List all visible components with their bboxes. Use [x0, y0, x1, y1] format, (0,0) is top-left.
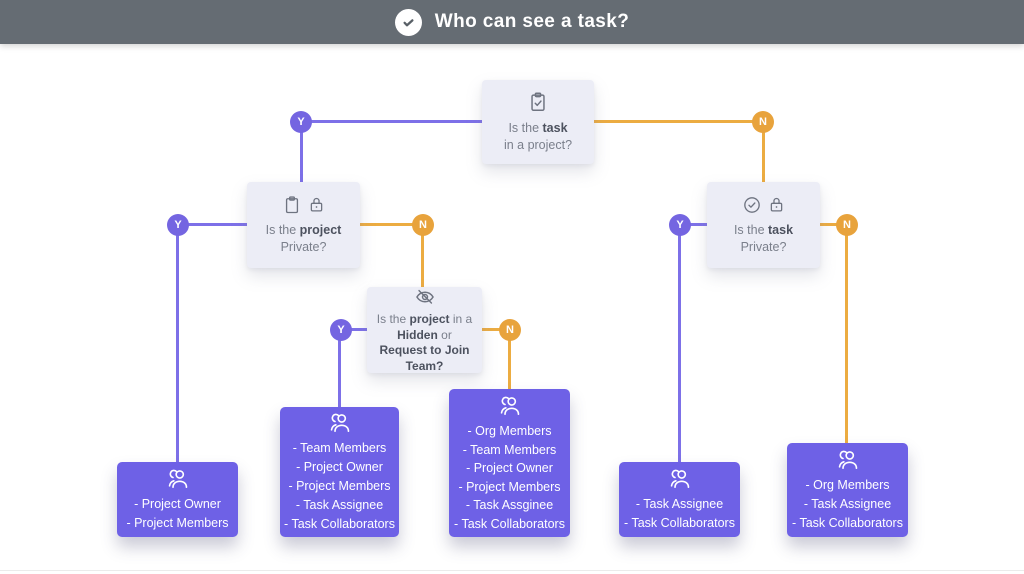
- eye-off-icon: [414, 286, 436, 308]
- check-circle-icon: [742, 195, 762, 215]
- no-badge: N: [752, 111, 774, 133]
- clipboard-check-icon: [527, 91, 549, 113]
- connector-top-yes-v: [300, 122, 303, 182]
- connector-hiddenteam-yes-h: [341, 328, 367, 331]
- result-task-private-no: - Org Members- Task Assignee- Task Colla…: [787, 443, 908, 537]
- lock-icon: [767, 195, 786, 215]
- result-list: - Project Owner- Project Members: [126, 497, 229, 530]
- connector-hiddenteam-no-h: [482, 328, 510, 331]
- connector-top-no-h: [594, 120, 763, 123]
- connector-top-yes-h: [301, 120, 482, 123]
- connector-projectprivate-yes-v: [176, 225, 179, 462]
- result-task-private-yes: - Task Assignee- Task Collaborators: [619, 462, 740, 537]
- clipboard-icon: [282, 195, 302, 215]
- result-list: - Team Members- Project Owner- Project M…: [284, 441, 395, 531]
- connector-projectprivate-no-h: [360, 223, 423, 226]
- no-badge: N: [412, 214, 434, 236]
- check-circle-icon: [394, 8, 422, 36]
- connector-taskprivate-yes-v: [678, 225, 681, 462]
- connector-projectprivate-no-v: [421, 225, 424, 287]
- yes-badge: Y: [167, 214, 189, 236]
- connector-top-no-v: [762, 122, 765, 182]
- people-icon: [835, 447, 861, 473]
- yes-badge: Y: [330, 319, 352, 341]
- lock-icon: [307, 195, 326, 215]
- bottom-divider: [0, 570, 1024, 571]
- people-icon: [667, 466, 693, 492]
- people-icon: [497, 393, 523, 419]
- connector-projectprivate-yes-h: [178, 223, 247, 226]
- header-bar: Who can see a task?: [0, 0, 1024, 44]
- result-list: - Org Members- Team Members- Project Own…: [454, 424, 565, 531]
- people-icon: [327, 410, 353, 436]
- people-icon: [165, 466, 191, 492]
- no-badge: N: [499, 319, 521, 341]
- result-hidden-team-no: - Org Members- Team Members- Project Own…: [449, 389, 570, 537]
- connector-hiddenteam-yes-v: [338, 330, 341, 407]
- connector-taskprivate-no-h: [820, 223, 847, 226]
- page-title: Who can see a task?: [434, 11, 630, 32]
- result-list: - Org Members- Task Assignee- Task Colla…: [792, 478, 903, 530]
- yes-badge: Y: [290, 111, 312, 133]
- connector-taskprivate-no-v: [845, 225, 848, 443]
- result-list: - Task Assignee- Task Collaborators: [624, 497, 735, 530]
- result-project-private-yes: - Project Owner- Project Members: [117, 462, 238, 537]
- result-hidden-team-yes: - Team Members- Project Owner- Project M…: [280, 407, 399, 537]
- connector-hiddenteam-no-v: [508, 330, 511, 389]
- no-badge: N: [836, 214, 858, 236]
- connector-taskprivate-yes-h: [680, 223, 707, 226]
- yes-badge: Y: [669, 214, 691, 236]
